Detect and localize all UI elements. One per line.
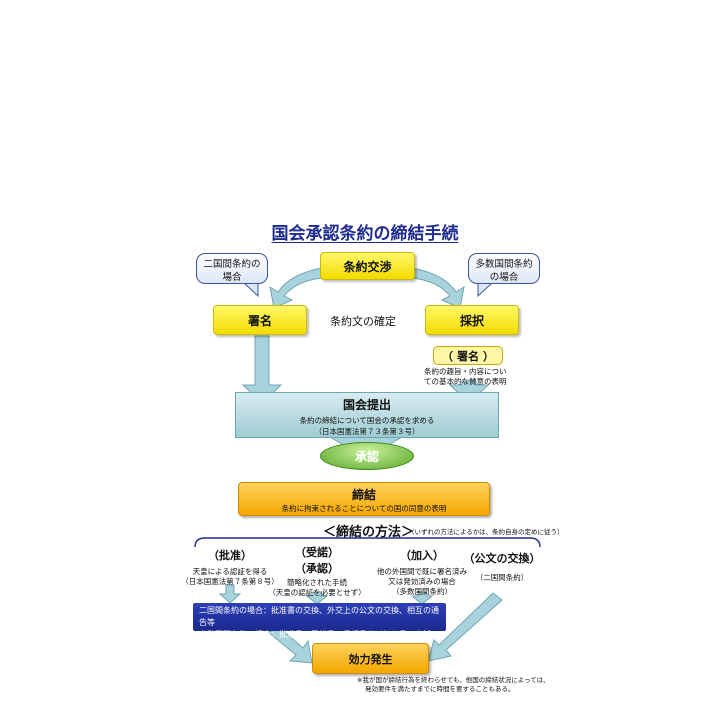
approval-ellipse: 承認 xyxy=(320,442,414,470)
callout-bilateral-line1: 二国間条約の xyxy=(203,259,261,270)
conclusion-desc: 条約に拘束されることについての国の同意の表明 xyxy=(281,504,447,513)
accession-line3: （多数国間条約） xyxy=(392,587,452,596)
diet-title: 国会提出 xyxy=(342,398,391,412)
parenthetical-signature: （ 署名 ） xyxy=(433,346,503,365)
ratification-title: （批准） xyxy=(208,549,252,562)
adoption-note-line2: ての基本的な賛意の表明 xyxy=(424,377,507,386)
accession-line1: 他の外国間で既に署名済み xyxy=(377,567,467,576)
diet-line2: （日本国憲法第７３条第３号） xyxy=(314,427,420,436)
page-title: 国会承認条約の締結手続 xyxy=(271,224,459,244)
method-acceptance: （受諾） （承認） 簡略化された手続 （天皇の認証を必要とせず） xyxy=(267,544,367,598)
callout-multilateral: 多数国間条約 の場合 xyxy=(468,253,540,284)
exchange-line1: （二国間条約） xyxy=(475,573,529,582)
arrow-box-to-effect xyxy=(266,627,313,664)
procedure-line1: 二国間条約の場合：批准書の交換、外交上の公文の交換、相互の通告等 xyxy=(199,606,439,627)
signature-box: 署名 xyxy=(213,305,307,335)
accession-line2: 又は発効済みの場合 xyxy=(388,577,456,586)
footnote: ※我が国が締結行為を終わらせても、他国の締結状況によっては、 発効要件を満たすま… xyxy=(357,676,557,694)
adoption-note: 条約の趣旨・内容につい ての基本的な賛意の表明 xyxy=(424,367,507,387)
procedure-line2: 多数国間条約の場合：批准書、受諾書、承認書又は加入書の寄託 xyxy=(199,630,431,639)
arrow-negotiation-to-adoption xyxy=(411,267,465,309)
negotiation-box: 条約交渉 xyxy=(320,252,415,280)
procedure-box: 二国間条約の場合：批准書の交換、外交上の公文の交換、相互の通告等 多数国間条約の… xyxy=(193,603,446,639)
diet-submission-box: 国会提出 条約の締結について国会の承認を求める （日本国憲法第７３条第３号） xyxy=(235,392,499,438)
paren-open: （ xyxy=(442,349,453,363)
acceptance-title-b: （承認） xyxy=(295,562,339,575)
adoption-note-line1: 条約の趣旨・内容につい xyxy=(424,367,507,376)
callout-bilateral-line2: 場合 xyxy=(222,272,242,283)
diet-line1: 条約の締結について国会の承認を求める xyxy=(299,416,435,425)
arrow-ratification xyxy=(218,584,242,604)
callout-multilateral-line1: 多数国間条約 xyxy=(475,259,533,270)
footnote-line1: ※我が国が締結行為を終わらせても、他国の締結状況によっては、 xyxy=(357,676,550,684)
arrow-exchange-to-effect xyxy=(427,592,503,662)
ratification-line2: （日本国憲法第７条第８号） xyxy=(181,577,279,586)
paren-close: ） xyxy=(483,349,494,363)
entry-into-force-box: 効力発生 xyxy=(312,643,429,674)
exchange-title: （公文の交換） xyxy=(463,552,541,565)
acceptance-title-a: （受諾） xyxy=(295,546,339,559)
method-ratification: （批准） 天皇による認証を得る （日本国憲法第７条第８号） xyxy=(180,547,280,587)
arrow-acceptance xyxy=(305,591,329,605)
accession-title: （加入） xyxy=(400,549,444,562)
arrow-accession xyxy=(410,591,434,605)
conclusion-box: 締結 条約に拘束されることについての国の同意の表明 xyxy=(238,482,490,516)
acceptance-line1: 簡略化された手続 xyxy=(287,578,347,587)
paren-signature-label: 署名 xyxy=(457,349,479,363)
methods-note: （いずれの方法によるかは、条約自身の定めに従う） xyxy=(408,528,564,536)
adoption-box: 採択 xyxy=(425,305,519,335)
callout-bilateral: 二国間条約の 場合 xyxy=(196,253,268,284)
method-accession: （加入） 他の外国間で既に署名済み 又は発効済みの場合 （多数国間条約） xyxy=(370,547,474,597)
text-fixed-label: 条約文の確定 xyxy=(330,315,396,328)
methods-brace xyxy=(194,537,541,548)
methods-title: ＜締結の方法＞ xyxy=(323,525,415,540)
conclusion-title: 締結 xyxy=(351,488,376,502)
ratification-line1: 天皇による認証を得る xyxy=(192,567,268,576)
arrow-negotiation-to-signature xyxy=(269,267,323,309)
acceptance-line2: （天皇の認証を必要とせず） xyxy=(268,588,366,597)
callout-multilateral-line2: の場合 xyxy=(489,272,519,283)
method-exchange: （公文の交換） （二国間条約） xyxy=(456,550,548,583)
footnote-line2: 発効要件を満たすまでに時間を要することもある。 xyxy=(365,685,515,693)
